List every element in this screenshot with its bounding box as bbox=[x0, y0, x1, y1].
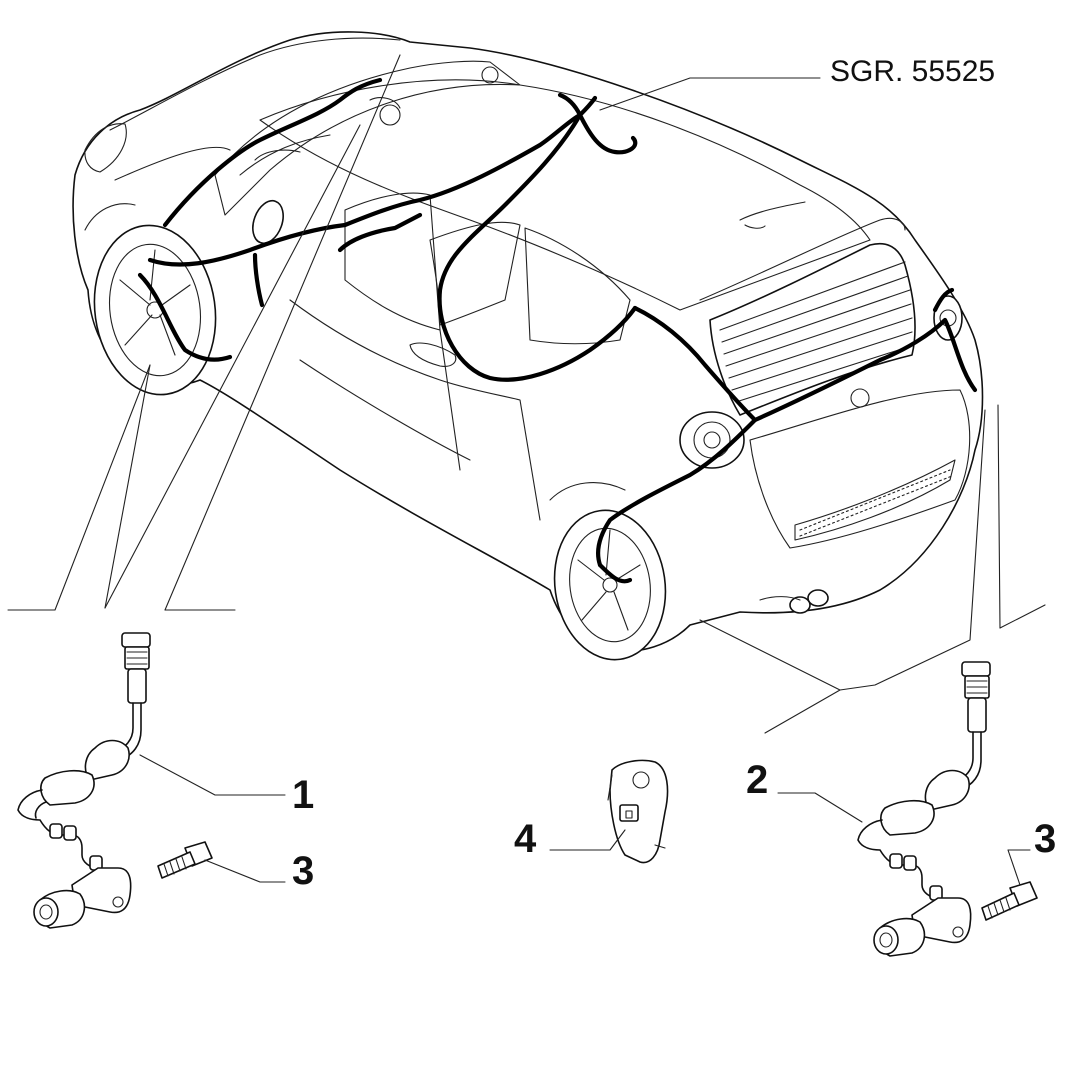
part-3-bolt-right bbox=[981, 849, 1038, 921]
car-rear-window bbox=[709, 243, 916, 416]
callout-4: 4 bbox=[514, 817, 537, 861]
car-door bbox=[289, 299, 541, 521]
callout-3-right: 3 bbox=[1034, 817, 1056, 861]
car-headlight bbox=[84, 123, 127, 173]
car-tail-light-left bbox=[679, 411, 745, 469]
car-body-outline bbox=[72, 31, 984, 653]
car-side-window-rear bbox=[524, 227, 631, 345]
part-3-bolt-left bbox=[157, 841, 286, 883]
part-1-front-abs-sensor bbox=[17, 632, 286, 929]
reference-label: SGR. 55525 bbox=[830, 55, 995, 88]
rear-wheel bbox=[549, 482, 667, 661]
car-exhaust-2 bbox=[807, 589, 829, 607]
callout-1: 1 bbox=[292, 773, 314, 817]
car-exhaust-1 bbox=[789, 596, 811, 614]
leader-lines bbox=[7, 54, 1046, 734]
car-door-handle bbox=[409, 342, 457, 367]
car-rear-bumper bbox=[749, 389, 971, 549]
car-windscreen bbox=[214, 60, 521, 216]
front-wheel bbox=[84, 203, 217, 396]
callout-3-left: 3 bbox=[292, 849, 314, 893]
car-badge bbox=[850, 388, 870, 408]
car-bonnet bbox=[109, 37, 401, 181]
car-side-mirror bbox=[252, 199, 284, 245]
car-tail-light-right bbox=[933, 295, 963, 341]
wiring-harness bbox=[137, 77, 978, 584]
callout-labels: SGR. 55525 1 2 3 3 4 bbox=[292, 55, 1056, 893]
part-4-bracket bbox=[549, 759, 669, 864]
part-2-rear-abs-sensor bbox=[777, 661, 991, 957]
callout-2: 2 bbox=[746, 758, 768, 802]
car-roof bbox=[259, 79, 871, 311]
car-bumper-grille bbox=[794, 459, 956, 541]
